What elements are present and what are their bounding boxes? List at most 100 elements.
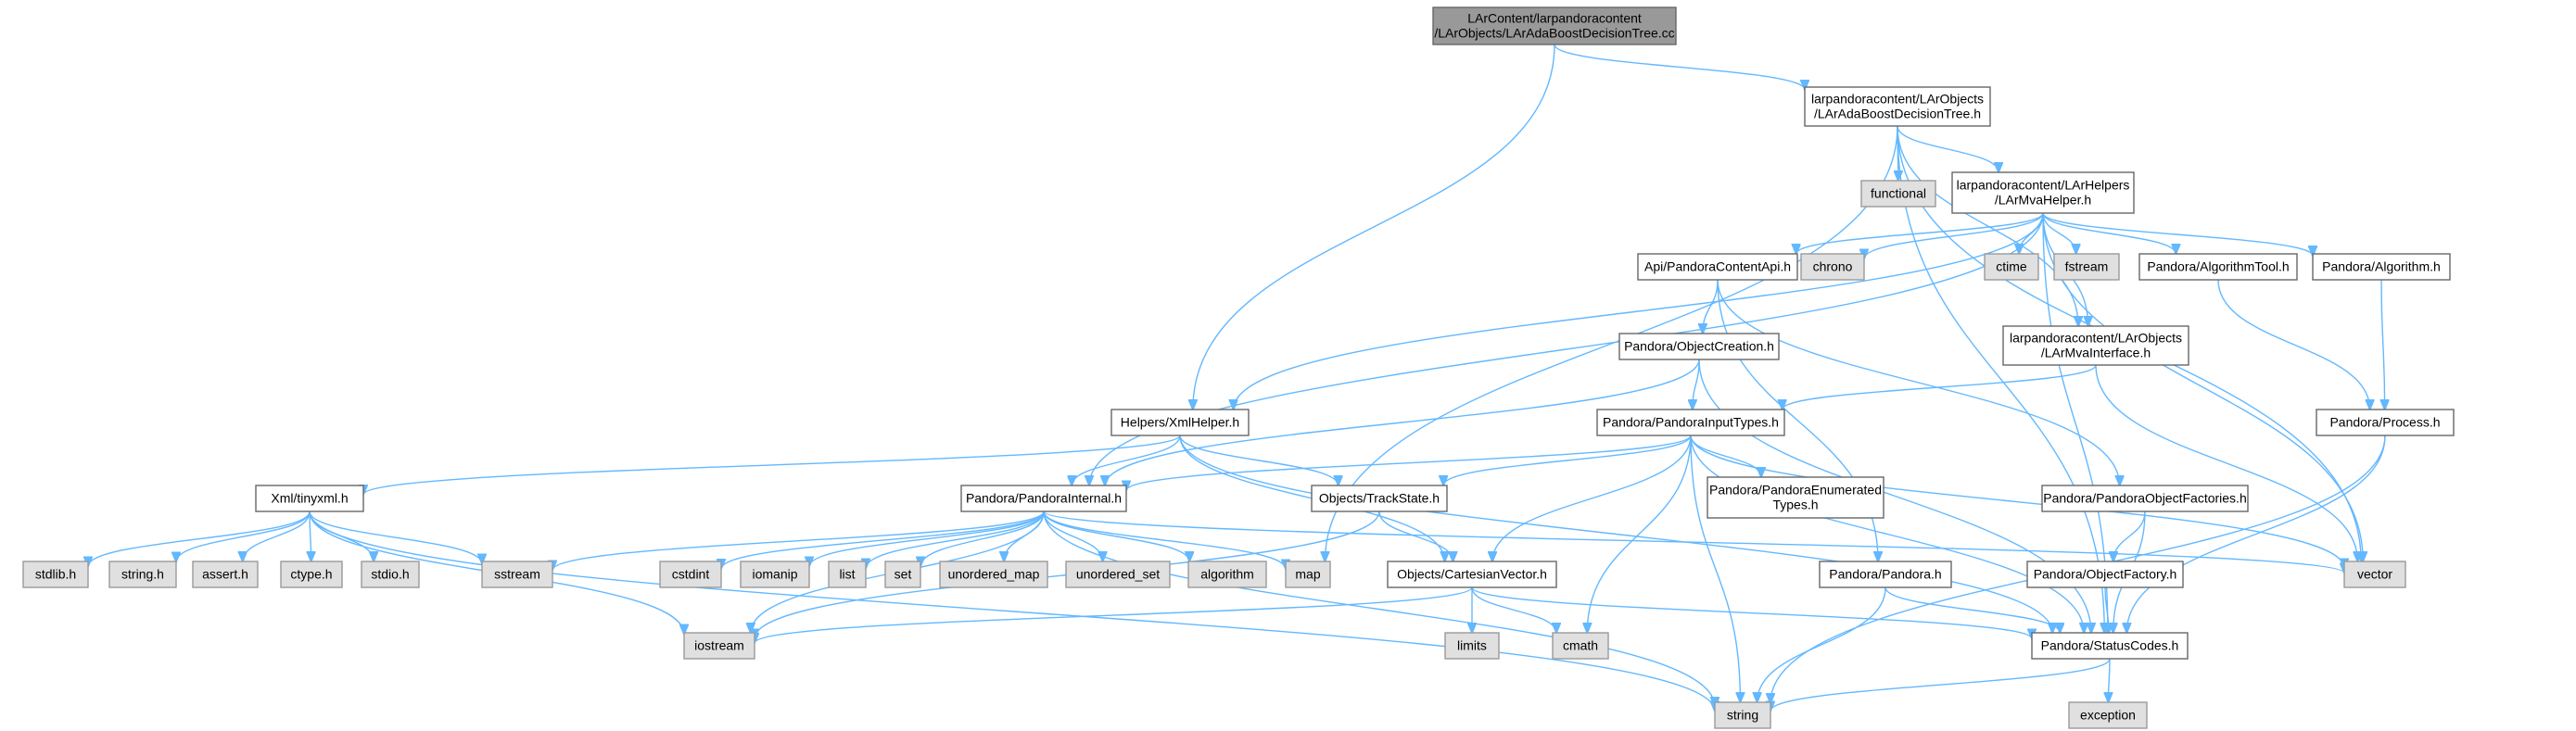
edge-mvahelper_h-to-xmlhelper_h xyxy=(1234,212,2044,410)
node-box xyxy=(1637,253,1798,281)
node-box xyxy=(280,561,343,588)
node-label: larpandoracontent/LArObjects xyxy=(1811,92,1984,107)
node-box xyxy=(740,561,810,588)
edge-adaboost_h-to-mvainterface_h xyxy=(1897,125,2078,326)
node-cartesian-h[interactable]: Objects/CartesianVector.h xyxy=(1387,561,1557,588)
node-tinyxml-h[interactable]: Xml/tinyxml.h xyxy=(255,485,364,512)
node-label: Xml/tinyxml.h xyxy=(271,491,348,506)
edge-pandora_h-to-string xyxy=(1758,586,1886,702)
edge-internal_h-to-list xyxy=(866,510,1045,569)
edge-inputtypes_h-to-vector xyxy=(1690,435,2344,568)
edge-inputtypes_h-to-cmath xyxy=(1587,435,1692,633)
node-box xyxy=(1951,171,2135,214)
edge-adaboost_h-to-statuscodes_h xyxy=(1897,125,2104,633)
node-box xyxy=(1618,333,1780,360)
node-mvainterface-h[interactable]: larpandoracontent/LArObjects/LArMvaInter… xyxy=(2002,325,2189,366)
node-stdlib-h: stdlib.h xyxy=(22,561,89,588)
edge-xmlhelper_h-to-internal_h xyxy=(1072,435,1181,485)
edge-tinyxml_h-to-string_h xyxy=(176,510,311,561)
edge-inputtypes_h-to-internal_h xyxy=(1126,435,1692,490)
node-box xyxy=(1552,632,1609,660)
node-label: Types.h xyxy=(1772,498,1818,512)
node-inputtypes-h[interactable]: Pandora/PandoraInputTypes.h xyxy=(1596,409,1785,436)
node-box xyxy=(361,561,420,588)
node-label: Api/PandoraContentApi.h xyxy=(1644,259,1791,274)
node-label: string xyxy=(1727,708,1758,723)
node-mvahelper-h[interactable]: larpandoracontent/LArHelpers/LArMvaHelpe… xyxy=(1951,171,2135,214)
node-label: ctime xyxy=(1996,259,2027,274)
node-internal-h[interactable]: Pandora/PandoraInternal.h xyxy=(960,485,1127,512)
node-label: cmath xyxy=(1563,638,1598,653)
node-label: exception xyxy=(2080,708,2136,723)
node-box xyxy=(1387,561,1557,588)
node-label: Pandora/Process.h xyxy=(2329,415,2440,430)
node-algorithm-h[interactable]: Pandora/Algorithm.h xyxy=(2312,253,2451,281)
node-sstream: sstream xyxy=(481,561,553,588)
node-label: iostream xyxy=(694,638,744,653)
node-pandora-h[interactable]: Pandora/Pandora.h xyxy=(1819,561,1952,588)
edge-adaboost_h-to-mvahelper_h xyxy=(1897,125,1999,172)
node-box xyxy=(1285,561,1331,588)
node-root[interactable]: LArContent/larpandoracontent/LArObjects/… xyxy=(1432,6,1677,45)
edge-inputtypes_h-to-cartesian_h xyxy=(1492,435,1692,561)
node-box xyxy=(2068,701,2148,729)
node-vector: vector xyxy=(2343,561,2406,588)
edge-cartesian_h-to-iostream xyxy=(755,586,1473,643)
node-label: larpandoracontent/LArObjects xyxy=(2010,331,2182,346)
node-box xyxy=(960,485,1127,512)
edge-root-to-adaboost_h xyxy=(1554,44,1805,90)
edge-internal_h-to-algorithm xyxy=(1043,510,1189,561)
node-trackstate-h[interactable]: Objects/TrackState.h xyxy=(1311,485,1448,512)
node-box xyxy=(2002,325,2189,366)
node-box xyxy=(2343,561,2406,588)
edge-process_h-to-statuscodes_h xyxy=(2126,435,2386,633)
edge-tinyxml_h-to-assert_h xyxy=(243,510,311,561)
node-contentapi-h[interactable]: Api/PandoraContentApi.h xyxy=(1637,253,1798,281)
node-label: Pandora/PandoraEnumerated xyxy=(1709,483,1882,498)
node-label: Helpers/XmlHelper.h xyxy=(1121,415,1239,430)
node-box xyxy=(22,561,89,588)
node-process-h[interactable]: Pandora/Process.h xyxy=(2316,409,2455,436)
node-algtool-h[interactable]: Pandora/AlgorithmTool.h xyxy=(2138,253,2298,281)
edge-mvahelper_h-to-statuscodes_h xyxy=(2042,212,2108,633)
edge-pandora_h-to-statuscodes_h xyxy=(1884,586,2060,633)
node-box xyxy=(1432,6,1677,45)
node-unordered-map: unordered_map xyxy=(939,561,1048,588)
node-objcreation-h[interactable]: Pandora/ObjectCreation.h xyxy=(1618,333,1780,360)
node-box xyxy=(1187,561,1267,588)
node-statuscodes-h[interactable]: Pandora/StatusCodes.h xyxy=(2031,632,2189,660)
node-box xyxy=(2031,632,2189,660)
node-ctype-h: ctype.h xyxy=(280,561,343,588)
node-box xyxy=(2026,561,2184,588)
node-label: /LArMvaInterface.h xyxy=(2041,346,2151,360)
node-limits: limits xyxy=(1444,632,1500,660)
node-objfactories-h[interactable]: Pandora/PandoraObjectFactories.h xyxy=(2041,485,2249,512)
edge-inputtypes_h-to-enumtypes_h xyxy=(1690,435,1761,477)
node-functional: functional xyxy=(1860,180,1936,208)
edge-cartesian_h-to-statuscodes_h xyxy=(1471,586,2032,638)
node-label: limits xyxy=(1457,638,1487,653)
node-label: stdio.h xyxy=(371,567,409,582)
node-iomanip: iomanip xyxy=(740,561,810,588)
node-label: string.h xyxy=(121,567,164,582)
node-box xyxy=(2316,409,2455,436)
node-label: sstream xyxy=(494,567,540,582)
node-label: set xyxy=(895,567,912,582)
edge-algtool_h-to-process_h xyxy=(2217,279,2370,410)
edge-mvahelper_h-to-contentapi_h xyxy=(1796,212,2044,254)
node-label: larpandoracontent/LArHelpers xyxy=(1957,178,2130,193)
node-adaboost-h[interactable]: larpandoracontent/LArObjects/LArAdaBoost… xyxy=(1804,86,1991,127)
edge-objfactory_h-to-statuscodes_h xyxy=(2105,586,2109,633)
node-label: list xyxy=(839,567,855,582)
edge-internal_h-to-string xyxy=(1043,510,1715,707)
node-objfactory-h[interactable]: Pandora/ObjectFactory.h xyxy=(2026,561,2184,588)
node-label: Pandora/AlgorithmTool.h xyxy=(2147,259,2289,274)
edge-root-to-xmlhelper_h xyxy=(1193,44,1555,410)
edge-tinyxml_h-to-ctype_h xyxy=(310,510,311,561)
node-label: LArContent/larpandoracontent xyxy=(1467,11,1642,26)
node-xmlhelper-h[interactable]: Helpers/XmlHelper.h xyxy=(1110,409,1250,436)
node-box xyxy=(1800,253,1865,281)
node-box xyxy=(1065,561,1171,588)
